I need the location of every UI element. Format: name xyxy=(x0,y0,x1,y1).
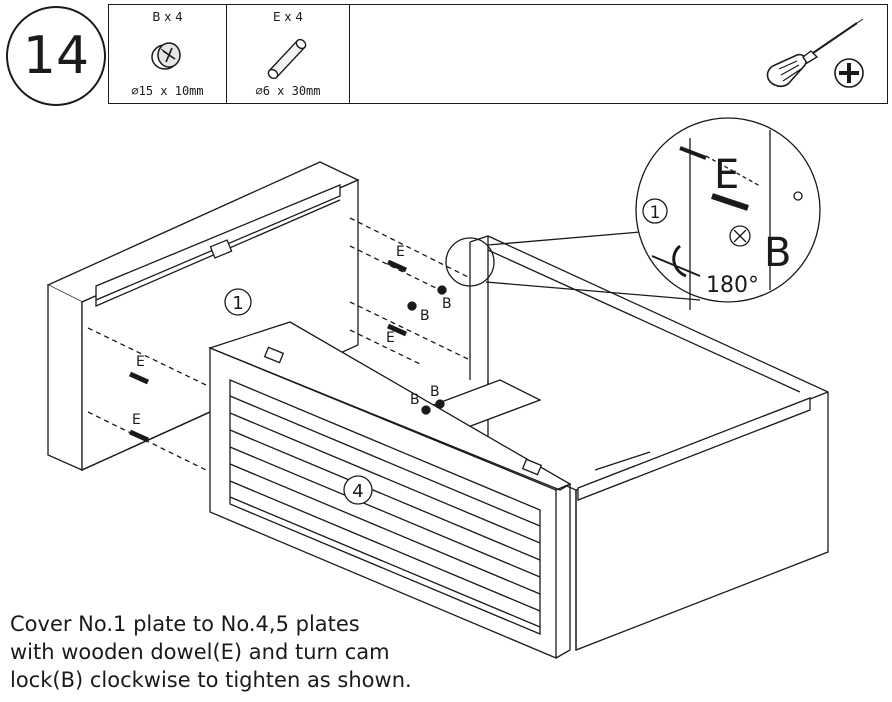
panel-4-marker: 4 xyxy=(343,475,373,505)
rotation-label: 180° xyxy=(706,273,759,298)
cam-label: B xyxy=(430,384,440,400)
instruction-line: with wooden dowel(E) and turn cam xyxy=(10,640,390,664)
part-dimension: ∅6 x 30mm xyxy=(255,84,321,98)
dowels-e xyxy=(128,259,408,443)
instruction-line: lock(B) clockwise to tighten as shown. xyxy=(10,668,412,692)
wooden-dowel-icon xyxy=(267,38,307,79)
detail-callout xyxy=(445,117,821,310)
part-cell-dowel: E x 4 ∅6 x 30mm xyxy=(227,5,350,103)
dowel-label: E xyxy=(396,244,405,260)
detail-panel-marker: 1 xyxy=(642,198,668,224)
part-label: E x 4 xyxy=(273,10,303,24)
cam-label: B xyxy=(420,308,430,324)
dowel-label: E xyxy=(132,412,141,428)
instruction-text: Cover No.1 plate to No.4,5 plates with w… xyxy=(10,610,530,694)
panel-1 xyxy=(46,161,360,472)
phillips-screwdriver-icon xyxy=(766,18,864,88)
dowel-label: E xyxy=(386,330,395,346)
parts-table: B x 4 ∅15 x 10mm E x 4 ∅6 x 30mm xyxy=(108,4,888,104)
detail-cam-label: B xyxy=(764,230,791,276)
part-dimension: ∅15 x 10mm xyxy=(131,84,204,98)
cam-label: B xyxy=(442,296,452,312)
cam-label: B xyxy=(410,392,420,408)
panel-1-marker: 1 xyxy=(224,288,252,316)
panel-4-label: 4 xyxy=(352,481,363,502)
step-number: 14 xyxy=(6,6,106,106)
part-cell-cam-lock: B x 4 ∅15 x 10mm xyxy=(109,5,227,103)
detail-dowel-label: E xyxy=(714,152,739,198)
panel-4 xyxy=(208,321,572,659)
instruction-line: Cover No.1 plate to No.4,5 plates xyxy=(10,612,360,636)
tool-cell xyxy=(350,5,887,103)
panel-1-label: 1 xyxy=(232,293,243,314)
dowel-label: E xyxy=(136,354,145,370)
cam-locks-b xyxy=(407,285,447,415)
part-label: B x 4 xyxy=(152,10,183,24)
cam-lock-icon xyxy=(151,42,181,70)
detail-panel-label: 1 xyxy=(650,203,661,223)
